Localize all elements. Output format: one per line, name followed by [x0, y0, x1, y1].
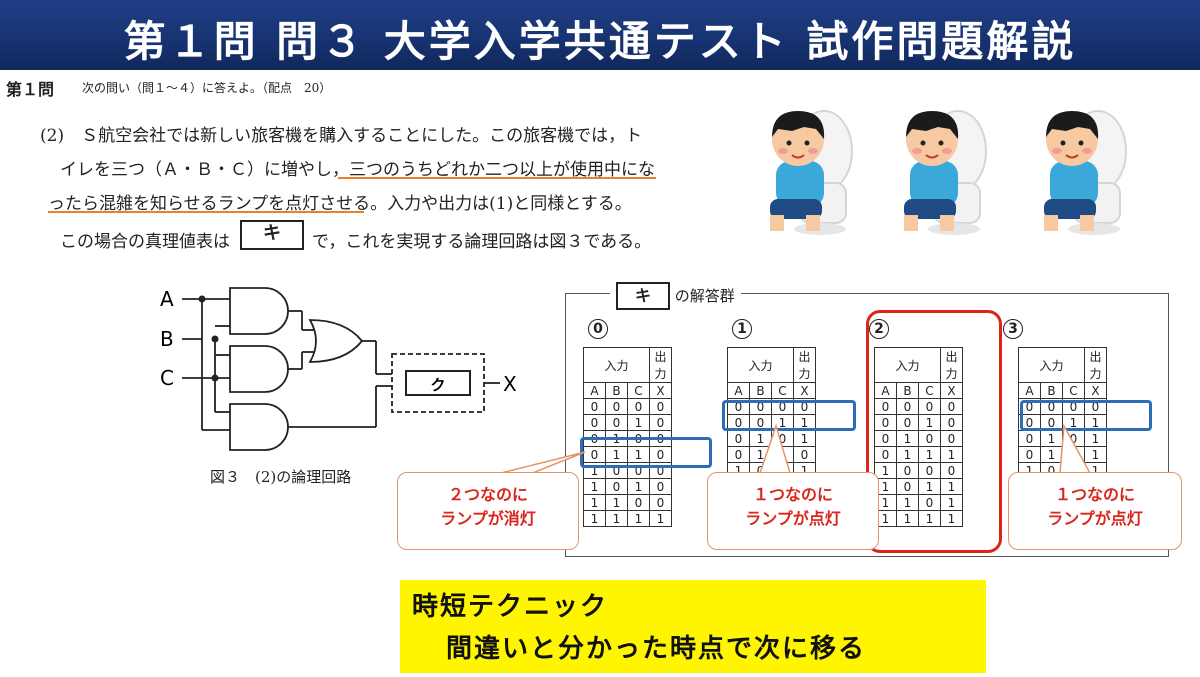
blank-ki-box: キ: [240, 220, 304, 250]
toilet-person-illustration: [904, 110, 987, 235]
question-number: 第１問: [6, 80, 55, 99]
callout-0-line2: ランプが消灯: [440, 509, 536, 528]
callout-3-line1: １つなのに: [1054, 485, 1135, 504]
column-header: X: [1084, 382, 1107, 399]
banner-title: 第１問 問３ 大学入学共通テスト 試作問題解説: [123, 17, 1077, 66]
table-cell: 1: [649, 510, 672, 527]
input-c-label: C: [160, 366, 174, 390]
question-instruction: 次の問い（問１～４）に答えよ。（配点 20）: [82, 81, 332, 95]
paragraph-line-1: (2) Ｓ航空会社では新しい旅客機を購入することにした。この旅客機では，ト: [40, 126, 643, 146]
table-cell: 0: [793, 446, 816, 463]
input-b-label: B: [160, 327, 174, 351]
toilet-person-illustration: [770, 110, 853, 235]
blank-ku-box: [405, 370, 471, 396]
toilet-person-illustration: [1044, 110, 1127, 235]
callout-1-line1: １つなのに: [752, 485, 833, 504]
callout-3: １つなのに ランプが点灯: [1008, 472, 1182, 550]
callout-1: １つなのに ランプが点灯: [707, 472, 879, 550]
paragraph-line-4a: この場合の真理値表は: [60, 232, 230, 252]
highlight-row-3: [1020, 400, 1152, 431]
option-number-0: 0: [588, 318, 608, 339]
tip-box: 時短テクニック 間違いと分かった時点で次に移る: [400, 580, 986, 673]
paragraph-line-2: イレを三つ（Ａ・Ｂ・Ｃ）に増やし，三つのうちどれか二つ以上が使用中にな: [60, 160, 655, 180]
callout-3-line2: ランプが点灯: [1047, 509, 1143, 528]
input-a-label: A: [160, 287, 174, 311]
table-cell: 1: [940, 510, 963, 527]
option-number-3: 3: [1003, 318, 1023, 339]
header-output: 出力: [793, 347, 816, 383]
blank-ku-label: ク: [430, 376, 445, 394]
header-output: 出力: [940, 347, 963, 383]
tip-text: 間違いと分かった時点で次に移る: [446, 634, 867, 664]
paragraph-line-4b: で，これを実現する論理回路は図３である。: [312, 232, 652, 252]
underline-2: [48, 211, 364, 213]
underline-1: [338, 177, 656, 179]
callout-0-line1: ２つなのに: [447, 485, 528, 504]
title-banner: 第１問 問３ 大学入学共通テスト 試作問題解説: [0, 0, 1200, 70]
highlight-row-1: [722, 400, 856, 431]
figure-caption: 図３ (2)の論理回路: [210, 468, 352, 486]
header-input: 入力: [1018, 347, 1085, 383]
answer-choices-frame: [565, 293, 1169, 557]
option-number-1: 1: [732, 318, 752, 339]
blank-ki-box-small: キ: [616, 282, 670, 310]
header-input: 入力: [727, 347, 794, 383]
table-cell: 0: [940, 398, 963, 415]
answer-choices-suffix: の解答群: [674, 287, 735, 305]
header-output: 出力: [649, 347, 672, 383]
answer-choices-title: キ の解答群: [610, 282, 741, 310]
callout-1-line2: ランプが点灯: [745, 509, 841, 528]
header-input: 入力: [583, 347, 650, 383]
paragraph-line-3: ったら混雑を知らせるランプを点灯させる。入力や出力は(1)と同様とする。: [48, 194, 632, 214]
correct-answer-highlight: [866, 310, 1002, 553]
callout-0: ２つなのに ランプが消灯: [397, 472, 579, 550]
logic-circuit-diagram: ク A B C X: [160, 287, 517, 451]
output-x-label: X: [503, 372, 517, 396]
tip-title: 時短テクニック: [412, 592, 609, 622]
